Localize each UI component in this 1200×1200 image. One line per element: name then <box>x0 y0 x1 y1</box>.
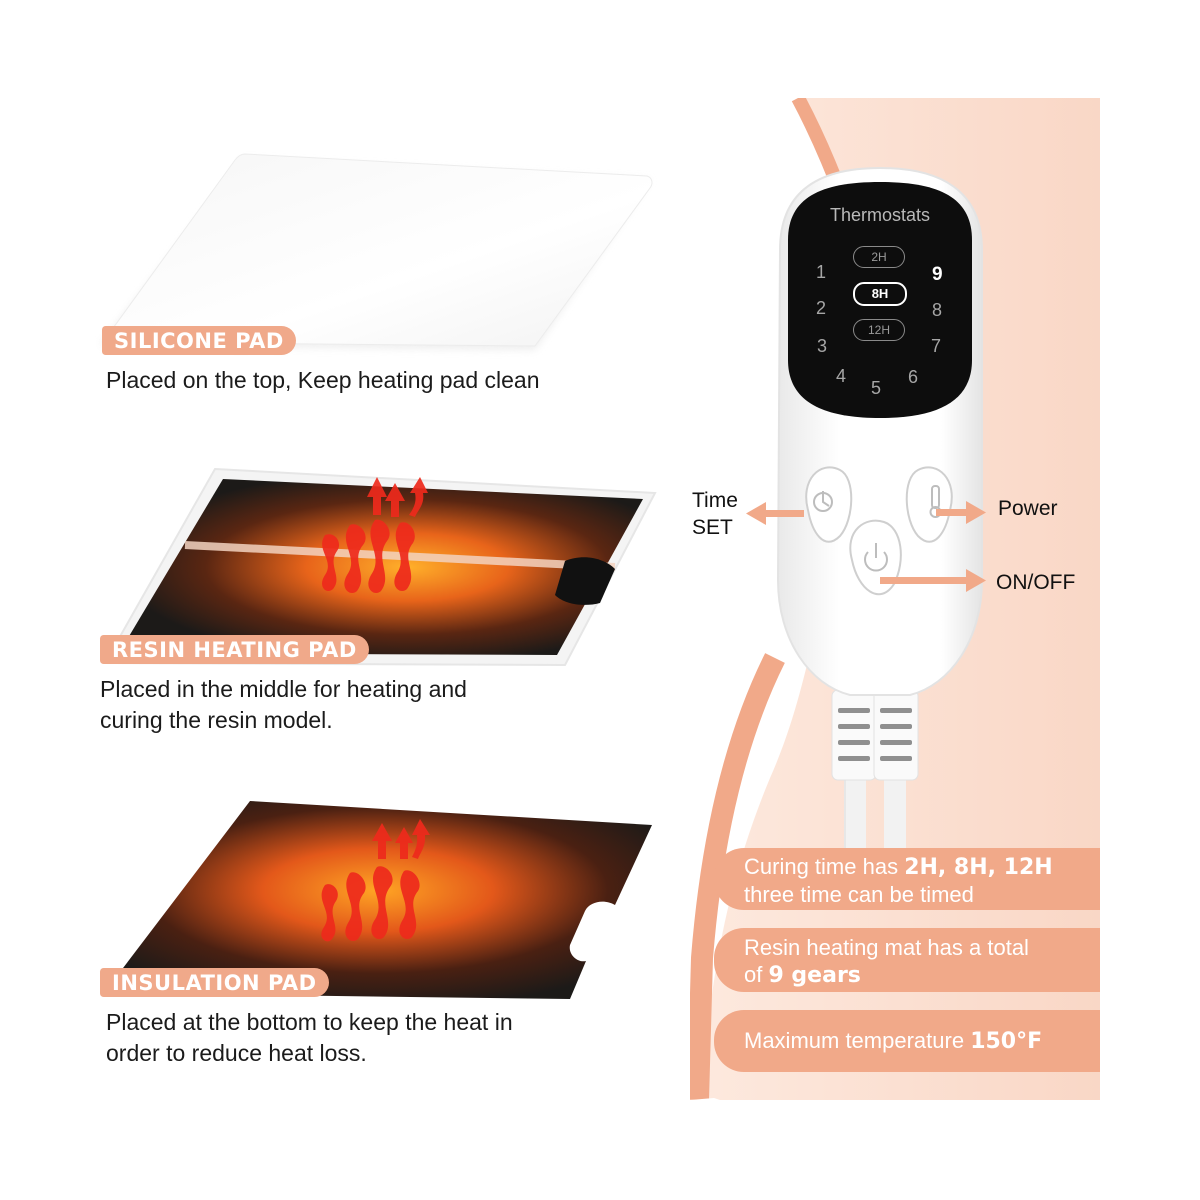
controller-buttons <box>805 466 953 596</box>
resin-heating-pad-description: Placed in the middle for heating and cur… <box>100 674 467 736</box>
time-set-label: Time SET <box>692 487 738 541</box>
time-set-label-line1: Time <box>692 489 738 512</box>
insulation-pad-description-line2: order to reduce heat loss. <box>106 1040 367 1066</box>
info-curing-time-line1: Curing time has 2H, 8H, 12H <box>744 854 1053 880</box>
timer-2h-indicator[interactable]: 2H <box>853 246 905 268</box>
insulation-pad-image <box>104 801 652 999</box>
timer-12h-indicator[interactable]: 12H <box>853 319 905 341</box>
gear-8: 8 <box>932 300 943 320</box>
time-set-label-line2: SET <box>692 516 733 539</box>
info-curing-time: Curing time has 2H, 8H, 12H three time c… <box>714 848 1100 910</box>
info-max-temperature: Maximum temperature 150°F <box>714 1010 1100 1072</box>
resin-heating-pad-description-line1: Placed in the middle for heating and <box>100 676 467 702</box>
resin-heating-pad-description-line2: curing the resin model. <box>100 707 333 733</box>
gear-4: 4 <box>836 366 847 386</box>
insulation-pad-description-line1: Placed at the bottom to keep the heat in <box>106 1009 513 1035</box>
gear-5: 5 <box>871 378 882 398</box>
thermostat-controller <box>776 166 983 860</box>
gear-2: 2 <box>816 298 827 318</box>
controller-title: Thermostats <box>829 205 931 225</box>
info-gears: Resin heating mat has a total of 9 gears <box>714 928 1100 992</box>
gear-1: 1 <box>816 262 827 282</box>
timer-8h-indicator[interactable]: 8H <box>853 282 907 306</box>
on-off-label: ON/OFF <box>996 571 1076 594</box>
silicone-pad-description: Placed on the top, Keep heating pad clea… <box>106 367 540 393</box>
gear-6: 6 <box>908 367 919 387</box>
resin-heating-pad-badge: RESIN HEATING PAD <box>100 635 369 664</box>
power-label: Power <box>998 497 1058 520</box>
info-gears-line2: of 9 gears <box>744 962 861 988</box>
info-gears-line1: Resin heating mat has a total <box>744 935 1029 960</box>
info-curing-time-line2: three time can be timed <box>744 882 974 907</box>
gear-9-selected: 9 <box>932 264 943 285</box>
insulation-pad-badge: INSULATION PAD <box>100 968 329 997</box>
gear-3: 3 <box>817 336 828 356</box>
gear-7: 7 <box>931 336 942 356</box>
silicone-pad-image <box>100 153 653 350</box>
insulation-pad-description: Placed at the bottom to keep the heat in… <box>106 1007 513 1069</box>
silicone-pad-badge: SILICONE PAD <box>102 326 296 355</box>
callout-arrows <box>746 501 986 592</box>
resin-heating-pad-image <box>103 467 657 667</box>
